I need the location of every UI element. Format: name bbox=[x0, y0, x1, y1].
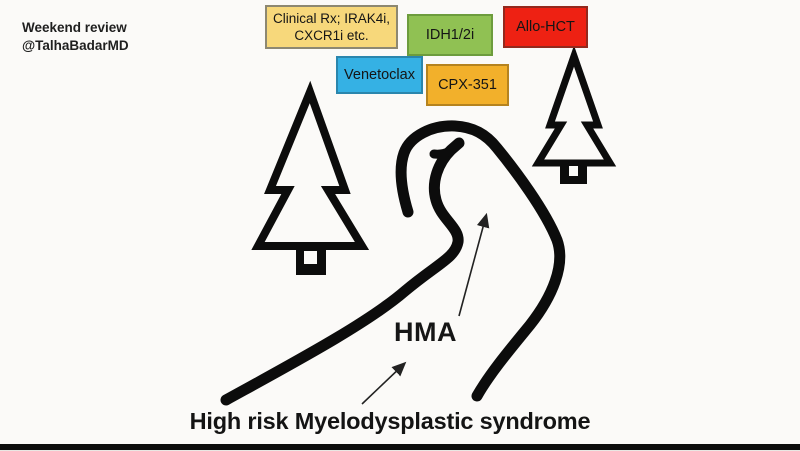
diagnosis-label: High risk Myelodysplastic syndrome bbox=[189, 408, 591, 434]
attribution-line1: Weekend review bbox=[22, 20, 127, 35]
attribution-line2: @TalhaBadarMD bbox=[22, 38, 129, 53]
pine-tree-icon-large bbox=[251, 80, 370, 275]
pine-tree-icon-small bbox=[531, 45, 617, 184]
attribution: Weekend review @TalhaBadarMD bbox=[22, 19, 129, 55]
winding-road-right-edge bbox=[395, 120, 566, 402]
diagnosis-to-hma-arrow-icon bbox=[361, 361, 407, 405]
hma-label: HMA bbox=[394, 317, 457, 347]
winding-road-left-edge bbox=[220, 137, 465, 406]
treatment-box-cpx-351: CPX-351 bbox=[426, 64, 509, 106]
winding-road-left-edge-hook bbox=[429, 138, 464, 159]
treatment-box-venetoclax: Venetoclax bbox=[336, 56, 423, 94]
treatment-box-allo-hct: Allo-HCT bbox=[503, 6, 588, 48]
bottom-frame-bar bbox=[0, 444, 800, 450]
hma-to-road-arrow-icon bbox=[458, 212, 490, 317]
treatment-box-clinical-rx: Clinical Rx; IRAK4i, CXCR1i etc. bbox=[265, 5, 398, 49]
treatment-box-idh1-2i: IDH1/2i bbox=[407, 14, 493, 56]
